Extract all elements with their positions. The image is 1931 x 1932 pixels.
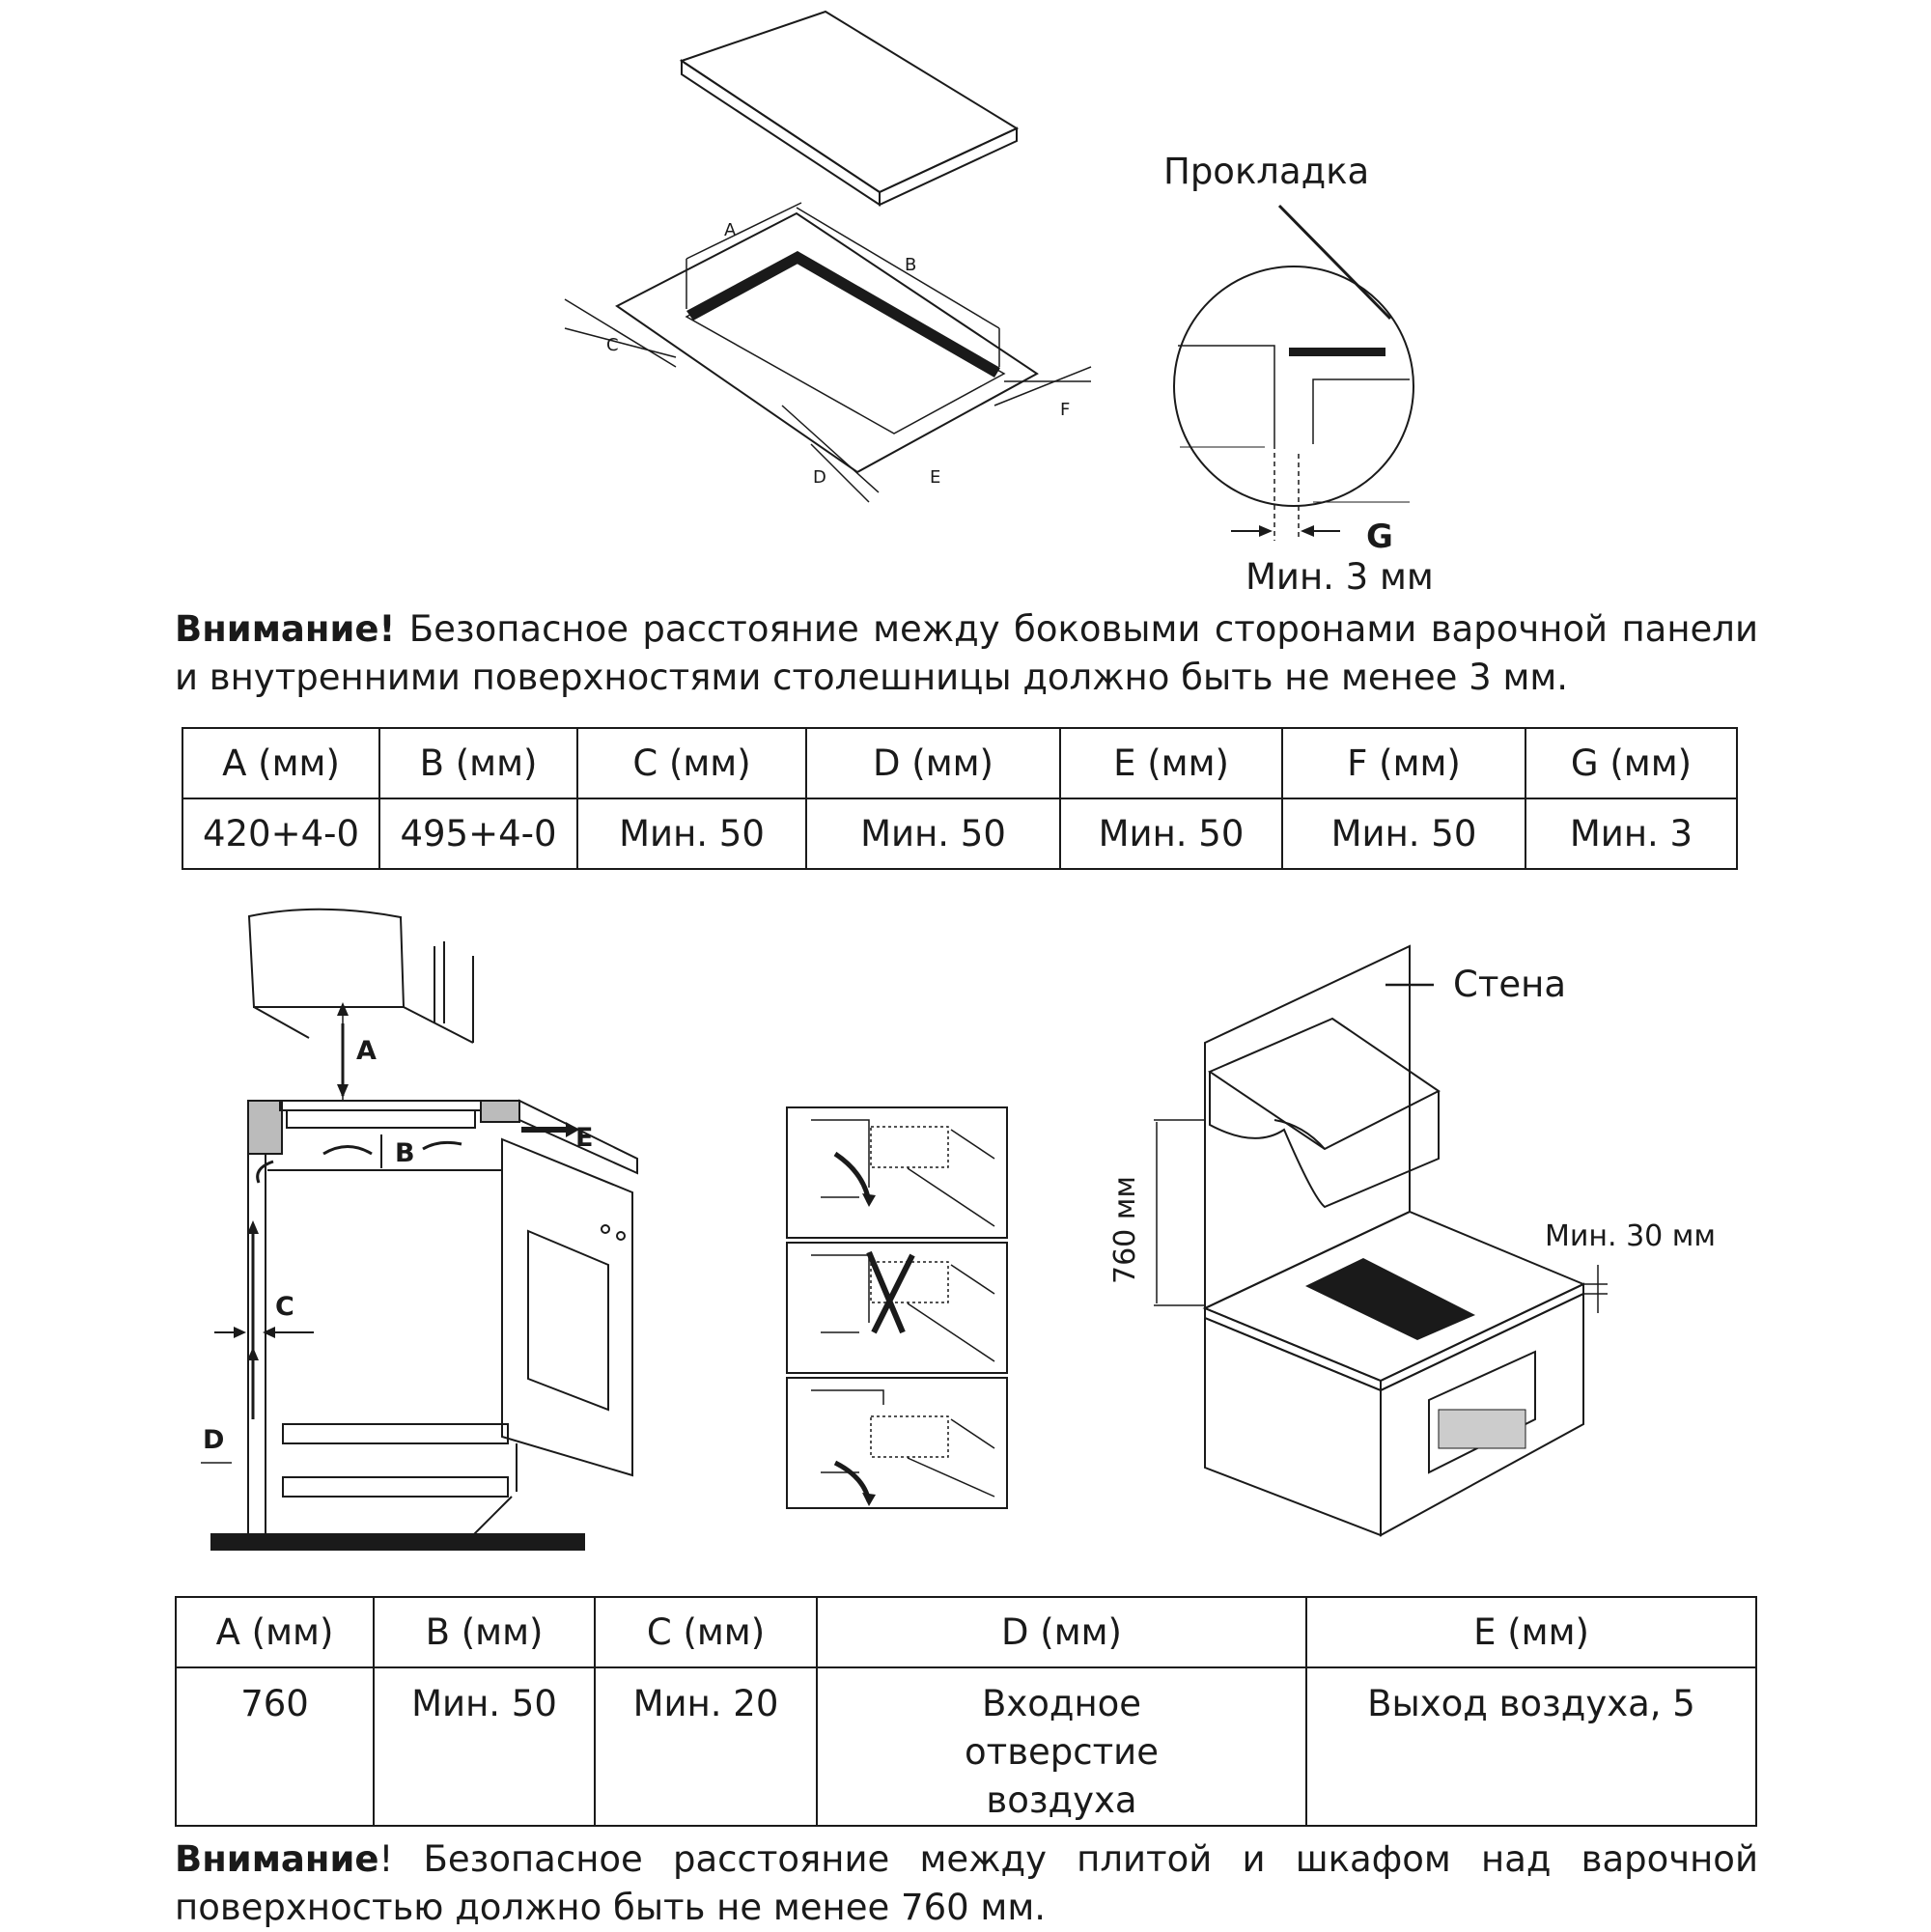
- gasket-label: Прокладка: [1163, 151, 1369, 192]
- table2-header-e: E (мм): [1305, 1596, 1757, 1668]
- warning-note-2: Внимание! Безопасное расстояние между пл…: [175, 1835, 1758, 1932]
- table1-value-f: Мин. 50: [1281, 798, 1526, 870]
- countertop-cutout: [615, 211, 1039, 474]
- ventilation-diagram: A B C D E: [201, 908, 1716, 1551]
- table1-header-d: D (мм): [805, 727, 1061, 799]
- table2-header-row: A (мм) B (мм) C (мм) D (мм) E (мм): [175, 1596, 1757, 1668]
- table1-value-b: 495+4-0: [378, 798, 578, 870]
- worktop-insulation-right: [480, 1100, 520, 1123]
- cutout-frame: [686, 251, 1000, 378]
- airflow-option-3: [786, 1377, 1008, 1509]
- table2-value-b: Мин. 50: [373, 1666, 596, 1827]
- dim-label-e: E: [930, 467, 940, 488]
- clearance-table: A (мм) B (мм) C (мм) D (мм) E (мм) 760 М…: [175, 1596, 1757, 1827]
- table2-value-row: 760 Мин. 50 Мин. 20 Входное отверстие во…: [175, 1666, 1757, 1827]
- airflow-arrows: [214, 1023, 570, 1419]
- table1-value-row: 420+4-0 495+4-0 Мин. 50 Мин. 50 Мин. 50 …: [182, 798, 1738, 870]
- dim-label-d: D: [813, 467, 826, 488]
- gap-min-label: Мин. 3 мм: [1245, 556, 1434, 598]
- table1-header-c: C (мм): [576, 727, 807, 799]
- table2-value-a: 760: [175, 1666, 375, 1827]
- warning-title-2: Внимание: [175, 1838, 379, 1880]
- side-section: [247, 908, 638, 1536]
- clearance-label-b: B: [395, 1138, 415, 1168]
- cutout-dimension-labels: A B C D E F: [606, 220, 1070, 488]
- height-label: 760 мм: [1108, 1176, 1142, 1284]
- table2-header-a: A (мм): [175, 1596, 375, 1668]
- floor: [210, 1533, 585, 1551]
- clearance-label-d: D: [203, 1425, 224, 1455]
- table1-value-a: 420+4-0: [182, 798, 380, 870]
- warning-note-1: Внимание! Безопасное расстояние между бо…: [175, 605, 1758, 702]
- table2-header-b: B (мм): [373, 1596, 596, 1668]
- table1-header-e: E (мм): [1059, 727, 1283, 799]
- ventilation-labels: A B C D E: [203, 1036, 593, 1455]
- airflow-option-2-wrong: [786, 1242, 1008, 1374]
- table1-header-row: A (мм) B (мм) C (мм) D (мм) E (мм) F (мм…: [182, 727, 1738, 799]
- wall-label: Стена: [1453, 964, 1566, 1005]
- cooktop-surface: [1305, 1258, 1475, 1340]
- table2-value-c: Мин. 20: [594, 1666, 818, 1827]
- cutout-dimensions-table: A (мм) B (мм) C (мм) D (мм) E (мм) F (мм…: [182, 727, 1738, 870]
- clearance-label-c: C: [275, 1292, 294, 1322]
- table2-header-c: C (мм): [594, 1596, 818, 1668]
- table1-header-g: G (мм): [1525, 727, 1738, 799]
- table1-value-e: Мин. 50: [1059, 798, 1283, 870]
- table2-header-d: D (мм): [816, 1596, 1307, 1668]
- airflow-option-1: [786, 1106, 1008, 1239]
- warning-text-1: Безопасное расстояние между боковыми сто…: [175, 608, 1758, 698]
- oven-front: [501, 1137, 633, 1477]
- gasket: [1289, 348, 1385, 356]
- kitchen-isometric: [1154, 944, 1608, 1537]
- table2-value-e: Выход воздуха, 5: [1305, 1666, 1757, 1827]
- table1-header-a: A (мм): [182, 727, 380, 799]
- upper-cabinet: [247, 908, 406, 1008]
- clearance-label-e: E: [575, 1123, 593, 1153]
- wall: [1204, 944, 1411, 1310]
- table1-header-f: F (мм): [1281, 727, 1526, 799]
- warning-text-2: ! Безопасное расстояние между плитой и ш…: [175, 1838, 1758, 1928]
- table2-value-d: Входное отверстие воздуха: [816, 1666, 1307, 1827]
- warning-title-1: Внимание!: [175, 608, 396, 650]
- table1-value-d: Мин. 50: [805, 798, 1061, 870]
- hood: [1207, 1017, 1441, 1151]
- hob-panel: [679, 10, 1020, 207]
- table1-header-b: B (мм): [378, 727, 578, 799]
- clearance-label-a: A: [356, 1036, 377, 1066]
- table1-value-c: Мин. 50: [576, 798, 807, 870]
- oven-window-right: [1438, 1409, 1526, 1449]
- oven: [1428, 1350, 1536, 1474]
- table1-value-g: Мин. 3: [1525, 798, 1738, 870]
- cutout-diagram: A B C D E F Прокладка G Мин. 3 мм: [564, 10, 1434, 598]
- side-gap-label: Мин. 30 мм: [1545, 1219, 1716, 1253]
- dim-label-b: B: [905, 255, 916, 275]
- dim-label-f: F: [1060, 400, 1070, 420]
- oven-window: [527, 1229, 609, 1412]
- dim-label-a: A: [724, 220, 737, 240]
- worktop-insulation-left: [247, 1100, 283, 1155]
- airflow-options: [786, 1106, 1008, 1509]
- dim-label-c: C: [606, 335, 619, 355]
- gap-label: G: [1366, 518, 1393, 556]
- gasket-detail: [1173, 204, 1414, 541]
